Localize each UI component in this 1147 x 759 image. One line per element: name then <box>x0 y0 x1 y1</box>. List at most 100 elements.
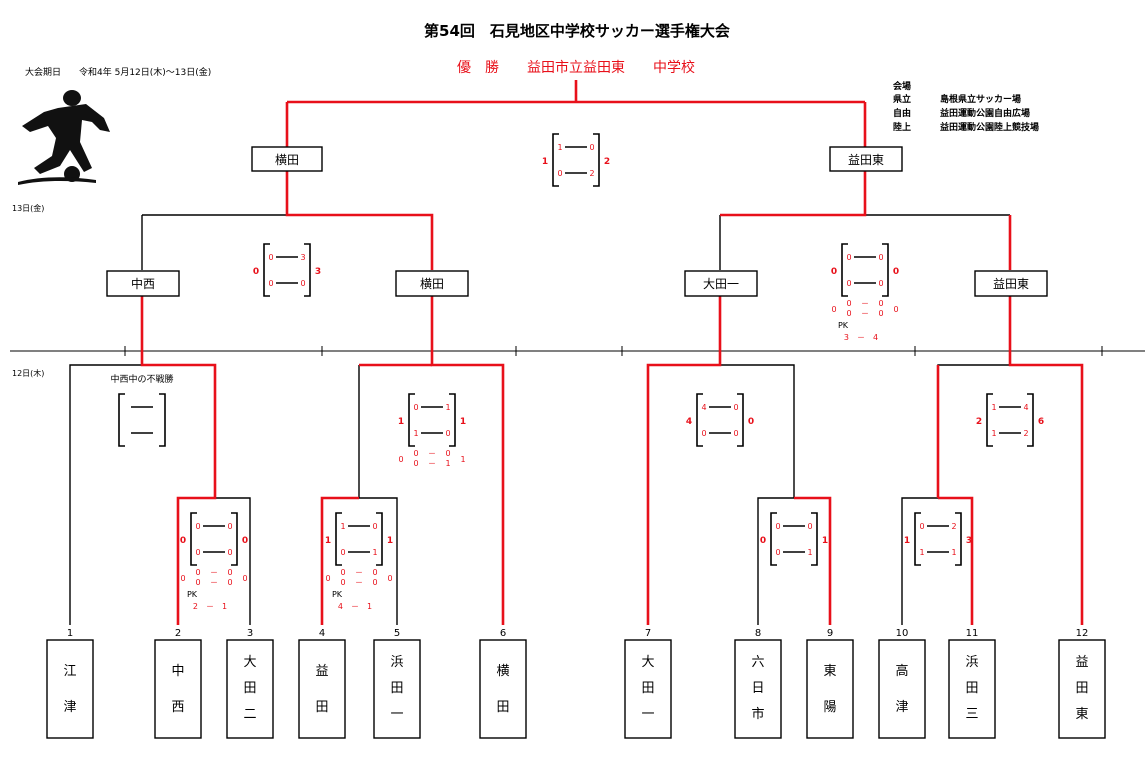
half-score: 0 <box>195 522 200 531</box>
team-name-char: 江 <box>63 664 76 679</box>
winner-name: 中西 <box>131 276 155 291</box>
team-number: 5 <box>394 628 400 639</box>
team-number: 4 <box>319 628 325 639</box>
team-name-char: 津 <box>895 700 908 715</box>
half-score: 0 <box>445 429 450 438</box>
half-score: 1 <box>991 403 996 412</box>
team-name-char: 西 <box>171 700 184 715</box>
extra-time-total: 0 <box>180 574 185 583</box>
half-score: 2 <box>589 169 594 178</box>
score-bracket-left <box>841 243 848 297</box>
half-score: 0 <box>733 403 738 412</box>
extra-time-total: 0 <box>242 574 247 583</box>
total-score: 0 <box>831 267 837 277</box>
team-frame <box>624 639 672 739</box>
half-score: 0 <box>589 143 594 152</box>
team-number: 7 <box>645 628 651 639</box>
score-bracket-left <box>914 512 921 566</box>
extra-time-dash: － <box>428 459 436 468</box>
team-frame <box>298 639 346 739</box>
team-name-char: 東 <box>823 663 836 679</box>
team-number: 3 <box>247 628 253 639</box>
extra-time-total: 0 <box>398 455 403 464</box>
extra-time-total: 0 <box>325 574 330 583</box>
total-score: 1 <box>398 417 404 427</box>
extra-time-dash: － <box>355 578 363 587</box>
team-name-char: 陽 <box>823 700 836 715</box>
winning-path-lines <box>140 80 1084 625</box>
total-score: 0 <box>242 536 248 546</box>
venue-legend: 会場 県立 島根県立サッカー場 自由 益田運動公園自由広場 陸上 益田運動公園陸… <box>893 80 1039 133</box>
extra-time-dash: － <box>861 309 869 318</box>
extra-time-score: 0 <box>372 578 377 587</box>
day-label-13: 13日(金) <box>12 203 44 213</box>
venue-key: 自由 <box>893 107 911 119</box>
team-frame <box>806 639 854 739</box>
team-name-char: 一 <box>390 707 403 722</box>
half-score: 0 <box>807 522 812 531</box>
team-number: 6 <box>500 628 506 639</box>
winner-name: 横田 <box>275 153 299 167</box>
score-bracket-left <box>408 393 415 447</box>
soccer-player-icon <box>18 90 110 185</box>
extra-time-score: 0 <box>445 449 450 458</box>
extra-time-total: 0 <box>893 305 898 314</box>
extra-time-dash: － <box>210 568 218 577</box>
extra-time-score: 0 <box>195 578 200 587</box>
venue-name: 益田運動公園陸上競技場 <box>940 121 1039 133</box>
half-score: 0 <box>195 548 200 557</box>
winner-box: 中西 <box>106 270 180 297</box>
total-score: 0 <box>180 536 186 546</box>
score-bracket-right <box>882 243 889 297</box>
page-title: 第54回 石見地区中学校サッカー選手権大会 <box>424 22 730 40</box>
pk-label: PK <box>838 321 849 330</box>
pk-label: PK <box>332 590 343 599</box>
score-box <box>118 393 166 447</box>
team-name-char: 田 <box>496 700 509 715</box>
team-name-char: 二 <box>243 707 256 722</box>
team-name-char: 津 <box>63 700 76 715</box>
team-name-char: 一 <box>641 707 654 722</box>
team-name-char: 田 <box>243 681 256 696</box>
half-score: 2 <box>951 522 956 531</box>
extra-time-score: 0 <box>372 568 377 577</box>
team-name-char: 田 <box>1075 681 1088 696</box>
extra-time-score: 0 <box>195 568 200 577</box>
team-number: 9 <box>827 628 833 639</box>
total-score: 1 <box>542 157 548 167</box>
forfeit-note: 中西中の不戦勝 <box>110 373 173 385</box>
extra-time-score: 0 <box>340 568 345 577</box>
total-score: 3 <box>315 267 321 277</box>
half-score: 1 <box>951 548 956 557</box>
extra-time-score: 0 <box>878 309 883 318</box>
half-score: 1 <box>919 548 924 557</box>
half-score: 3 <box>300 253 305 262</box>
half-score: 1 <box>991 429 996 438</box>
half-score: 2 <box>1023 429 1028 438</box>
score-bracket-right <box>304 243 311 297</box>
pk-score: 3 － 4 <box>844 333 878 342</box>
winner-box: 益田東 <box>829 146 903 172</box>
team-number: 10 <box>896 628 909 639</box>
winner-box: 横田 <box>395 270 469 297</box>
team-number: 12 <box>1076 628 1089 639</box>
total-score: 1 <box>387 536 393 546</box>
team-frame <box>154 639 202 739</box>
total-score: 1 <box>325 536 331 546</box>
extra-time-score: 1 <box>445 459 450 468</box>
team-name-char: 六 <box>751 655 764 670</box>
bracket-lines <box>69 214 1010 625</box>
score-bracket-right <box>811 512 818 566</box>
venue-name: 島根県立サッカー場 <box>940 93 1021 105</box>
half-score: 4 <box>1023 403 1028 412</box>
total-score: 2 <box>976 417 982 427</box>
half-score: 0 <box>701 429 706 438</box>
half-score: 0 <box>846 279 851 288</box>
